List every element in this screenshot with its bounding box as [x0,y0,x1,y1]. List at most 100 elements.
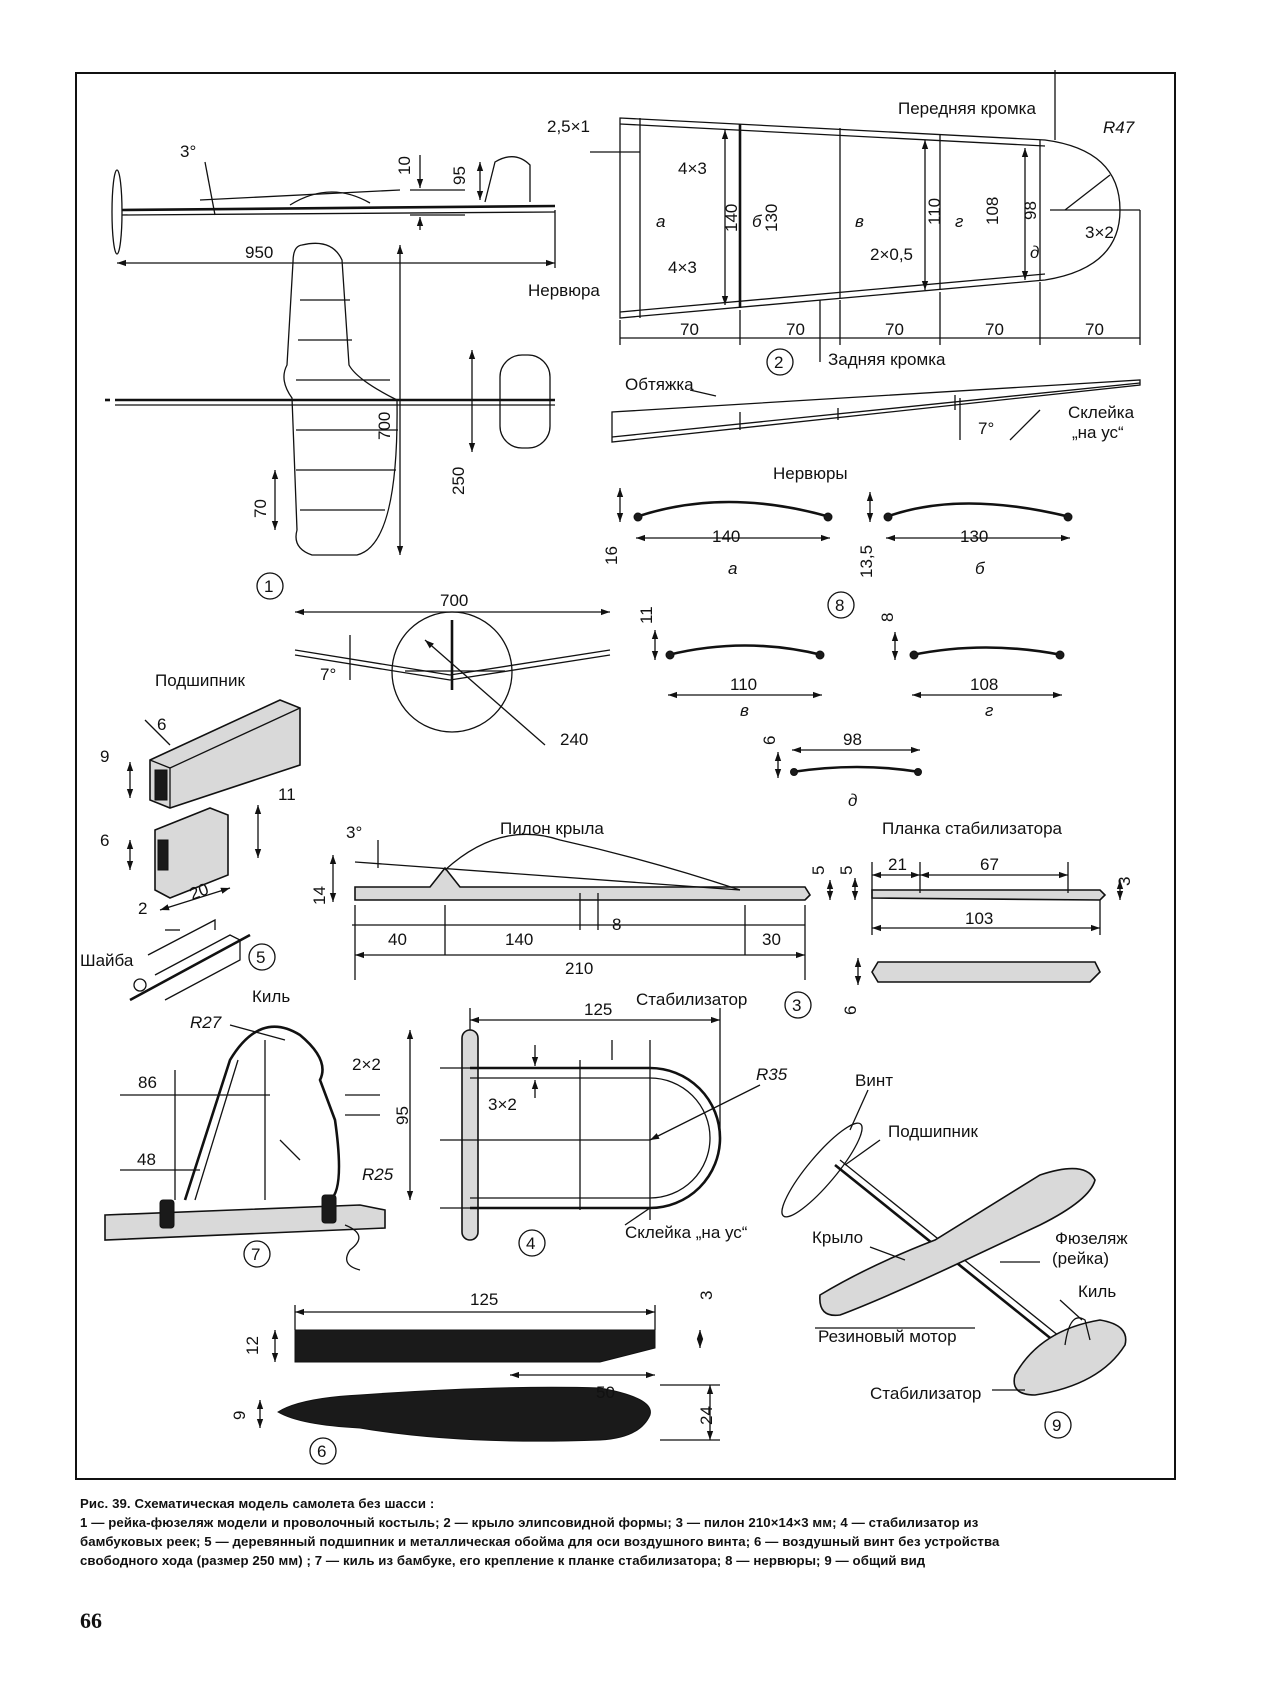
fig6-dim-3: 3 [697,1291,716,1300]
fig1-dim-700: 700 [375,412,394,440]
fig1-side-view [111,155,556,268]
fig6-dim-24: 24 [697,1406,716,1425]
fig2-height-g: 108 [983,197,1002,225]
caption-line-3: свободного хода (размер 250 мм) ; 7 — ки… [80,1553,926,1568]
fig5-dim-9: 9 [100,747,109,766]
fig2-rib-label: Нервюра [528,281,600,300]
fig2-bay-2: 70 [786,320,805,339]
fig8-rib-d-height: 6 [760,736,779,745]
figure-caption: Рис. 39. Схематическая модель самолета б… [80,1494,1174,1570]
fig4-stabilizer-drawing [440,1008,761,1241]
fig8-rib-a-height: 16 [602,546,621,565]
fig3-number-circle [784,991,812,1019]
fig7-radius-r25: R25 [362,1165,394,1184]
fig1-number: 1 [264,577,273,596]
fig2-bay-5: 70 [1085,320,1104,339]
dihedral-dim-700: 700 [440,591,468,610]
fig2-splice-label-line2: „на ус“ [1072,423,1124,442]
fig4-dim-3x2: 3×2 [488,1095,517,1114]
fig8-rib-b-height: 13,5 [857,545,876,578]
fig9-general-view [781,1089,1127,1396]
fig1-dim-95: 95 [450,166,469,185]
fig3-dim-8: 8 [612,915,621,934]
fig2-covering-label: Обтяжка [625,375,694,394]
fig1-top-view [105,242,555,556]
fig1-angle-3: 3° [180,142,196,161]
fig3-title: Пилон крыла [500,819,604,838]
fig9-prop-label: Винт [855,1071,893,1090]
strip-dim-67: 67 [980,855,999,874]
fig6-dim-50: 50 [596,1383,615,1402]
fig1-number-circle [256,572,284,600]
fig8-rib-b-length: 130 [960,527,988,546]
fig4-dim-125: 125 [584,1000,612,1019]
fig8-rib-v-height: 11 [637,606,656,624]
caption-title: Рис. 39. Схематическая модель самолета б… [80,1496,435,1511]
fig3-dim-140: 140 [505,930,533,949]
fig8-number-circle [827,591,855,619]
fig2-number: 2 [774,353,783,372]
fig9-fuselage-label-line1: Фюзеляж [1055,1229,1128,1248]
fig1-dim-70: 70 [251,499,270,518]
fig2-letter-b: б [752,212,763,231]
fig4-splice-label: Склейка „на ус“ [625,1223,748,1242]
fig5-bearing-label: Подшипник [155,671,245,690]
fig8-rib-g-height: 8 [878,613,897,622]
fig8-rib-g-length: 108 [970,675,998,694]
fig8-rib-a-letter: а [728,559,737,578]
fig8-rib-d-letter: д [848,791,857,810]
fig2-bay-1: 70 [680,320,699,339]
fig3-dim-40: 40 [388,930,407,949]
fig9-fin-label: Киль [1078,1282,1116,1301]
wing-dihedral-front-view [294,608,611,746]
fig8-rib-d-length: 98 [843,730,862,749]
fig2-dim-2-5x1: 2,5×1 [547,117,590,136]
fig8-number: 8 [835,596,844,615]
strip-dim-103: 103 [965,909,993,928]
fig9-stab-label: Стабилизатор [870,1384,981,1403]
fig2-bay-3: 70 [885,320,904,339]
fig7-number-circle [243,1240,271,1268]
fig6-number-circle [309,1437,337,1465]
fig1-dim-950: 950 [245,243,273,262]
fig7-dim-2x2: 2×2 [352,1055,381,1074]
fig7-dim-95: 95 [393,1106,412,1125]
fig6-number: 6 [317,1442,326,1461]
fig5-dim-11: 11 [278,785,296,804]
fig2-dim-4x3-top: 4×3 [678,159,707,178]
fig7-radius-r27: R27 [190,1013,222,1032]
fig2-height-d: 98 [1021,201,1040,220]
fig2-letter-a: а [656,212,665,231]
fig8-rib-v-letter: в [740,701,749,720]
fig2-wing-side-view [611,379,1141,443]
fig1-dim-250: 250 [449,467,468,495]
fig6-dim-12: 12 [243,1336,262,1355]
fig2-letter-g: г [955,212,963,231]
fig5-number-circle [248,943,276,971]
fig2-rear-edge-label: Задняя кромка [828,350,946,369]
fig9-wing-label: Крыло [812,1228,863,1247]
strip-dim-6: 6 [841,1006,860,1015]
fig5-dim-6a: 6 [157,715,166,734]
fig3-number: 3 [792,996,801,1015]
fig2-dim-2x0-5: 2×0,5 [870,245,913,264]
fig2-height-v: 110 [925,198,944,225]
fig3-pylon-drawing [329,833,834,980]
fig2-dim-4x3-bottom: 4×3 [668,258,697,277]
fig2-dim-3x2: 3×2 [1085,223,1114,242]
fig2-radius-r47: R47 [1103,118,1135,137]
fig9-motor-label: Резиновый мотор [818,1327,957,1346]
fig3-angle-3: 3° [346,823,362,842]
fig2-front-edge-label: Передняя кромка [898,99,1036,118]
fig3-dim-14: 14 [310,886,329,905]
fig8-rib-v-length: 110 [730,675,757,694]
fig2-height-a: 140 [722,204,741,232]
fig3-dim-210: 210 [565,959,593,978]
fig2-angle-7: 7° [978,419,994,438]
page-number: 66 [80,1608,102,1633]
fig9-number-circle [1044,1411,1072,1439]
fig3-dim-5: 5 [809,866,828,875]
fig7-number: 7 [251,1245,260,1264]
fig5-washer-label: Шайба [80,951,134,970]
